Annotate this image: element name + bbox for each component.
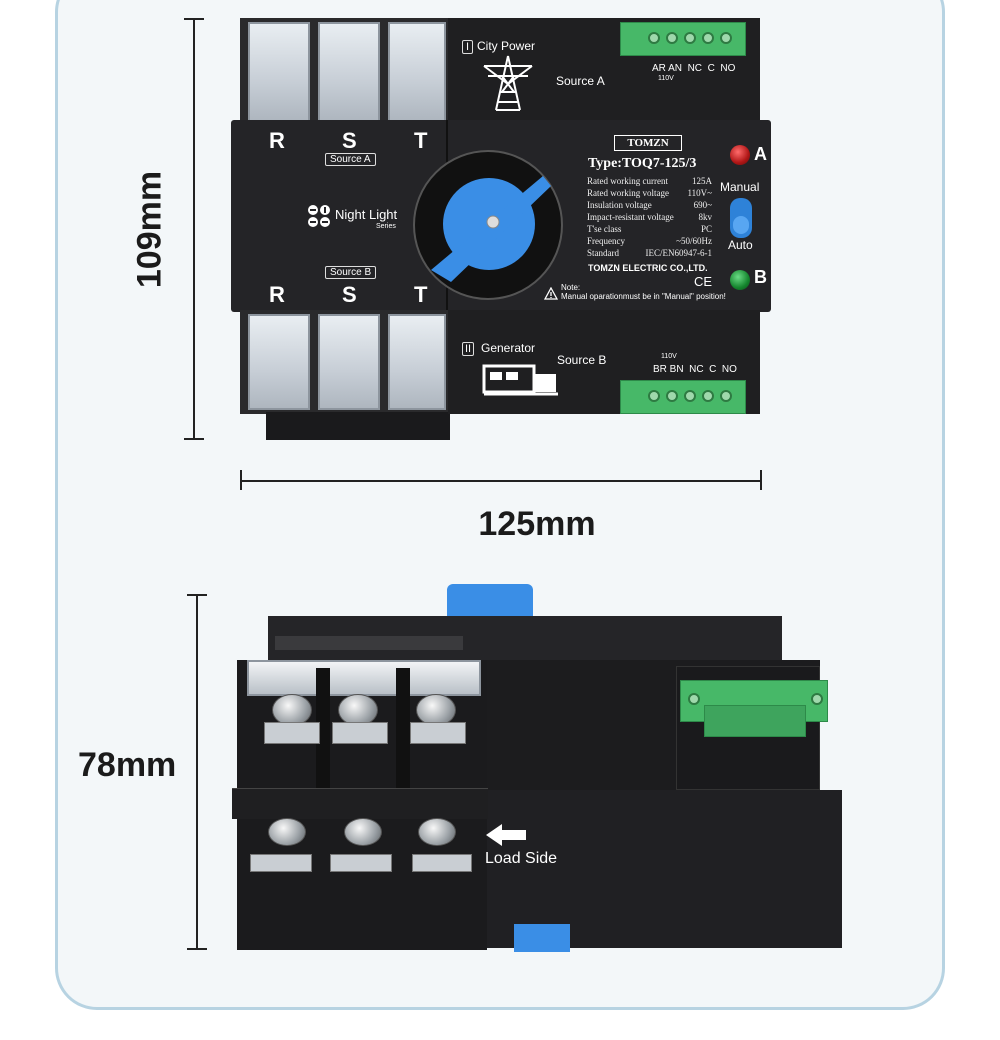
- company-label: TOMZN ELECTRIC CO.,LTD.: [588, 263, 708, 273]
- height-dimension-line: [193, 18, 195, 440]
- side-terminal-slot: [704, 705, 806, 737]
- width-dimension-cap-right: [760, 470, 762, 490]
- phase-label-top-s: S: [342, 128, 357, 153]
- brand-badge: TOMZN: [614, 135, 682, 151]
- night-light-sub: Series: [376, 223, 396, 230]
- spec-row: Frequency~50/60Hz: [587, 236, 712, 246]
- terminal-screw[interactable]: [684, 390, 696, 402]
- night-light-logo-icon: [308, 205, 330, 227]
- terminal-bolt: [416, 694, 456, 726]
- lower-terminal-cover-r: [248, 314, 310, 410]
- side-blue-handle[interactable]: [447, 584, 533, 620]
- source-b-label: Source B: [557, 353, 607, 367]
- side-height-dimension-line: [196, 594, 198, 950]
- upper-terminal-cover-r: [248, 22, 310, 122]
- auto-label: Auto: [728, 238, 753, 252]
- side-divider-2: [396, 668, 410, 794]
- terminal-plate: [410, 722, 466, 744]
- terminal-top-sublabel: 110V: [658, 75, 674, 82]
- type-label: Type:TOQ7-125/3: [588, 156, 697, 171]
- indicator-led-b: [730, 270, 750, 290]
- side-height-cap-bottom: [187, 948, 207, 950]
- side-terminal-screw[interactable]: [688, 693, 700, 705]
- terminal-plate: [332, 722, 388, 744]
- phase-label-top-t: T: [414, 128, 428, 153]
- lower-terminal-cover-s: [318, 314, 380, 410]
- side-clear-cover: [247, 660, 481, 696]
- generator-icon: [482, 364, 558, 396]
- phase-label-bottom-s: S: [342, 282, 357, 307]
- load-side-plate: [330, 854, 392, 872]
- phase-label-bottom-r: R: [269, 282, 285, 307]
- terminal-screw[interactable]: [648, 32, 660, 44]
- city-power-label: City Power: [477, 39, 536, 53]
- terminal-screw[interactable]: [684, 32, 696, 44]
- side-right-lower-block: [480, 790, 842, 948]
- width-dimension-cap-left: [240, 470, 242, 490]
- width-dimension-line: [240, 480, 762, 482]
- load-side-bolt: [344, 818, 382, 846]
- manual-label: Manual: [720, 180, 760, 194]
- source-b-tag: Source B: [325, 266, 377, 279]
- side-cover-bar: [232, 788, 488, 819]
- generator-label: Generator: [481, 341, 536, 355]
- night-light-label: Night Light: [335, 207, 398, 222]
- terminal-bolt: [272, 694, 312, 726]
- load-side-plate: [250, 854, 312, 872]
- warning-icon: [544, 287, 558, 300]
- terminal-screw[interactable]: [648, 390, 660, 402]
- phase-label-bottom-t: T: [414, 282, 428, 307]
- load-side-bolt: [268, 818, 306, 846]
- side-height-cap-top: [187, 594, 207, 596]
- side-top-ridge: [275, 636, 463, 650]
- source-ii-marker: II: [462, 342, 475, 356]
- source-i-marker: I: [462, 40, 474, 54]
- indicator-a-label: A: [754, 144, 767, 164]
- terminal-screw[interactable]: [720, 32, 732, 44]
- manual-auto-switch[interactable]: [730, 198, 752, 238]
- terminal-bottom-sublabel: 110V: [661, 353, 677, 360]
- load-side-plate: [412, 854, 472, 872]
- power-tower-icon: [483, 55, 533, 111]
- terminal-top-labels: AR AN NC C NO: [652, 63, 736, 74]
- rotary-handle[interactable]: [423, 164, 553, 294]
- din-rail-clip-front: [266, 412, 450, 440]
- note-text: Manual oparationmust be in "Manual" posi…: [561, 292, 726, 301]
- source-a-label: Source A: [556, 74, 605, 88]
- terminal-screw[interactable]: [666, 32, 678, 44]
- note-title: Note:: [561, 283, 581, 292]
- terminal-screw[interactable]: [702, 390, 714, 402]
- ce-mark: CE: [694, 274, 713, 289]
- terminal-screw[interactable]: [702, 32, 714, 44]
- height-dimension-cap-bottom: [184, 438, 204, 440]
- side-din-clip[interactable]: [514, 924, 570, 952]
- terminal-bottom-labels: BR BN NC C NO: [653, 364, 737, 375]
- width-dimension-label: 125mm: [478, 505, 596, 543]
- load-side-arrow-icon: [486, 824, 526, 846]
- front-view-device: AR AN NC C NO 110V I City Power Source A…: [0, 0, 1000, 460]
- indicator-b-label: B: [754, 267, 767, 287]
- source-a-tag: Source A: [325, 153, 376, 166]
- load-side-bolt: [418, 818, 456, 846]
- load-side-label: Load Side: [485, 850, 558, 867]
- indicator-led-a: [730, 145, 750, 165]
- terminal-screw[interactable]: [666, 390, 678, 402]
- height-dimension-cap-top: [184, 18, 204, 20]
- terminal-screw[interactable]: [720, 390, 732, 402]
- switch-thumb[interactable]: [733, 216, 749, 234]
- lower-terminal-cover-t: [388, 314, 446, 410]
- terminal-plate: [264, 722, 320, 744]
- side-height-dimension-label: 78mm: [78, 746, 177, 784]
- side-divider-1: [316, 668, 330, 794]
- side-terminal-screw[interactable]: [811, 693, 823, 705]
- phase-label-top-r: R: [269, 128, 285, 153]
